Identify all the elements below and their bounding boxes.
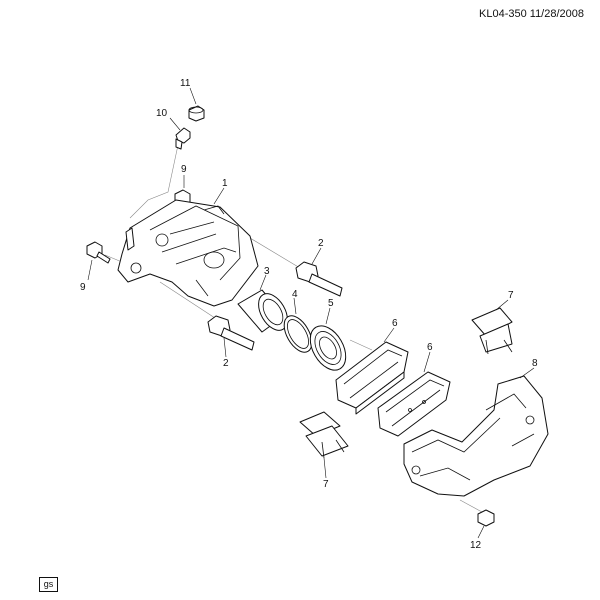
callout-12: 12	[470, 540, 482, 551]
part-2-guide-pin-upper	[295, 261, 343, 297]
part-12-bracket-bolt	[477, 509, 495, 527]
callout-7-upper: 7	[508, 290, 514, 301]
gs-badge: gs	[39, 577, 58, 592]
part-6-brake-pad-outer	[377, 371, 451, 437]
callout-9-left: 9	[80, 282, 86, 293]
callout-8: 8	[532, 358, 538, 369]
part-11-bleeder-cap	[188, 105, 205, 122]
drawing-id: KL04-350 11/28/2008	[479, 8, 584, 20]
callout-1: 1	[222, 178, 228, 189]
callout-3: 3	[264, 266, 270, 277]
part-6-brake-pad-inner	[335, 341, 409, 415]
callout-6-inner: 6	[392, 318, 398, 329]
callout-4: 4	[292, 289, 298, 300]
part-10-bleeder-valve	[175, 127, 191, 150]
part-5-dust-boot	[309, 325, 347, 371]
part-7-pad-clip-upper	[471, 307, 513, 355]
callout-6-outer: 6	[427, 342, 433, 353]
callout-5: 5	[328, 298, 334, 309]
callout-10: 10	[156, 108, 168, 119]
part-8-caliper-bracket	[403, 375, 549, 497]
part-2-guide-pin-lower	[207, 315, 255, 351]
callout-7-lower: 7	[323, 479, 329, 490]
callout-2-lower: 2	[223, 358, 229, 369]
callout-11: 11	[180, 78, 191, 89]
part-3-piston	[237, 289, 288, 333]
part-9-bolt-left	[86, 241, 111, 264]
part-1-caliper-housing	[117, 199, 259, 307]
callouts: 11 10 9 1 9 2 3 4 5 2 6 6 7 8 7 12	[80, 78, 538, 551]
part-4-seal-ring	[283, 315, 313, 353]
callout-9-upper: 9	[181, 164, 187, 175]
leader-lines	[87, 87, 535, 539]
callout-2-upper: 2	[318, 238, 324, 249]
part-7-pad-clip-lower	[299, 411, 349, 459]
